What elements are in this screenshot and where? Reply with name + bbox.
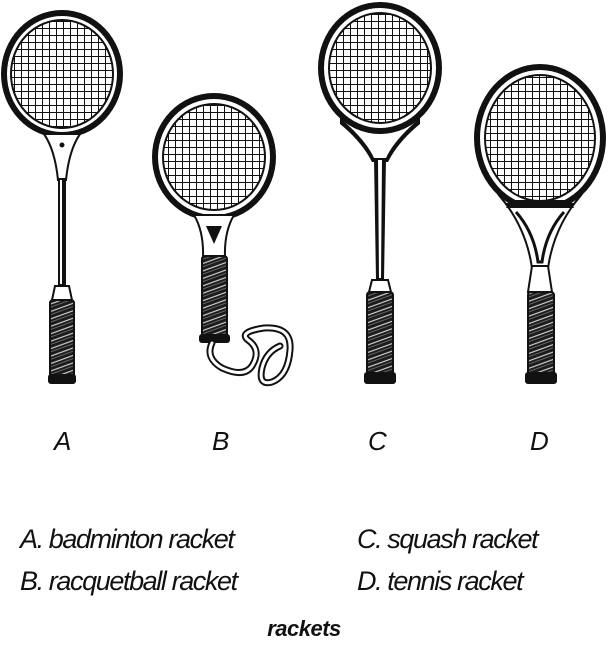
label-c: C	[368, 426, 387, 456]
caption-c: C. squash racket	[357, 524, 539, 554]
caption-b: B. racquetball racket	[20, 566, 238, 596]
tennis-racket-icon	[474, 64, 606, 384]
label-b: B	[212, 426, 229, 456]
figure-title: rackets	[267, 616, 341, 641]
racquetball-racket-icon	[152, 93, 294, 387]
label-d: D	[530, 426, 549, 456]
caption-d: D. tennis racket	[357, 566, 524, 596]
caption-a: A. badminton racket	[20, 524, 235, 554]
badminton-racket-icon	[1, 10, 123, 384]
label-a: A	[54, 426, 71, 456]
squash-racket-icon	[318, 2, 442, 384]
